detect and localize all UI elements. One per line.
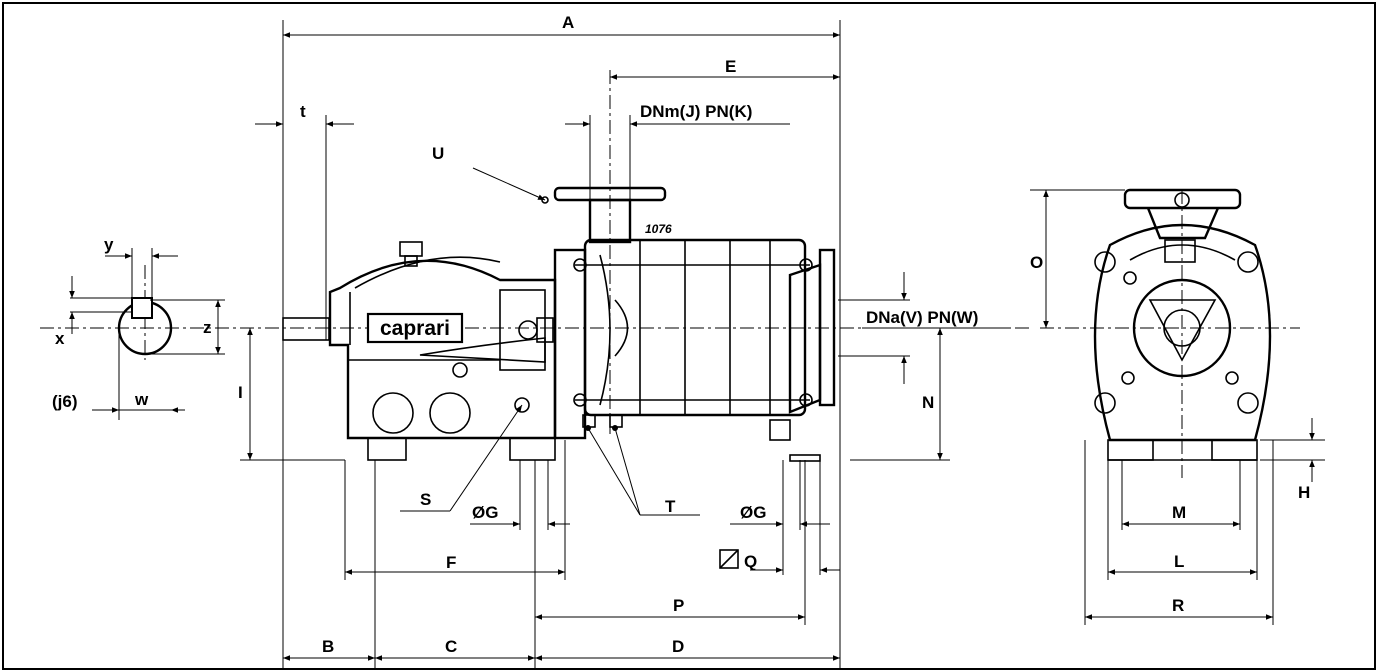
oil-cap (399, 241, 423, 257)
brand-logo: caprari (380, 317, 450, 340)
label-x: x (55, 329, 65, 348)
label-j6: (j6) (52, 392, 78, 411)
label-H: H (1298, 483, 1310, 502)
label-z: z (203, 318, 212, 337)
label-A: A (562, 13, 574, 32)
label-D: D (672, 637, 684, 656)
center-lines (40, 70, 1300, 478)
dimension-labels: A E t DNm(J) PN(K) U DNa(V) PN(W) O y x … (52, 13, 1310, 656)
label-F: F (446, 553, 456, 572)
shaft (282, 317, 330, 341)
model-number: 1076 (645, 222, 672, 236)
inspection-window-left (372, 392, 414, 434)
label-B: B (322, 637, 334, 656)
label-G-left: ØG (472, 503, 498, 522)
shaft-end-detail (117, 297, 173, 356)
label-N: N (922, 393, 934, 412)
label-O: O (1030, 253, 1043, 272)
label-t: t (300, 102, 306, 121)
label-w: w (134, 390, 149, 409)
label-S: S (420, 490, 431, 509)
side-view-pump: caprari 1076 (282, 186, 836, 462)
label-E: E (725, 57, 736, 76)
label-y: y (104, 235, 114, 254)
dimension-lines (69, 20, 1325, 669)
label-R: R (1172, 596, 1184, 615)
label-U: U (432, 144, 444, 163)
label-G-right: ØG (740, 503, 766, 522)
label-DNm-PN: DNm(J) PN(K) (640, 102, 752, 121)
label-L: L (1174, 552, 1184, 571)
brand-logo-box (366, 312, 464, 344)
label-M: M (1172, 503, 1186, 522)
inspection-window-right (429, 392, 471, 434)
label-DNa-PN: DNa(V) PN(W) (866, 308, 978, 327)
front-view-pump (1093, 188, 1272, 461)
label-Q: Q (744, 552, 757, 571)
label-I: I (238, 383, 243, 402)
label-P: P (673, 596, 684, 615)
label-C: C (445, 637, 457, 656)
label-T: T (665, 497, 676, 516)
